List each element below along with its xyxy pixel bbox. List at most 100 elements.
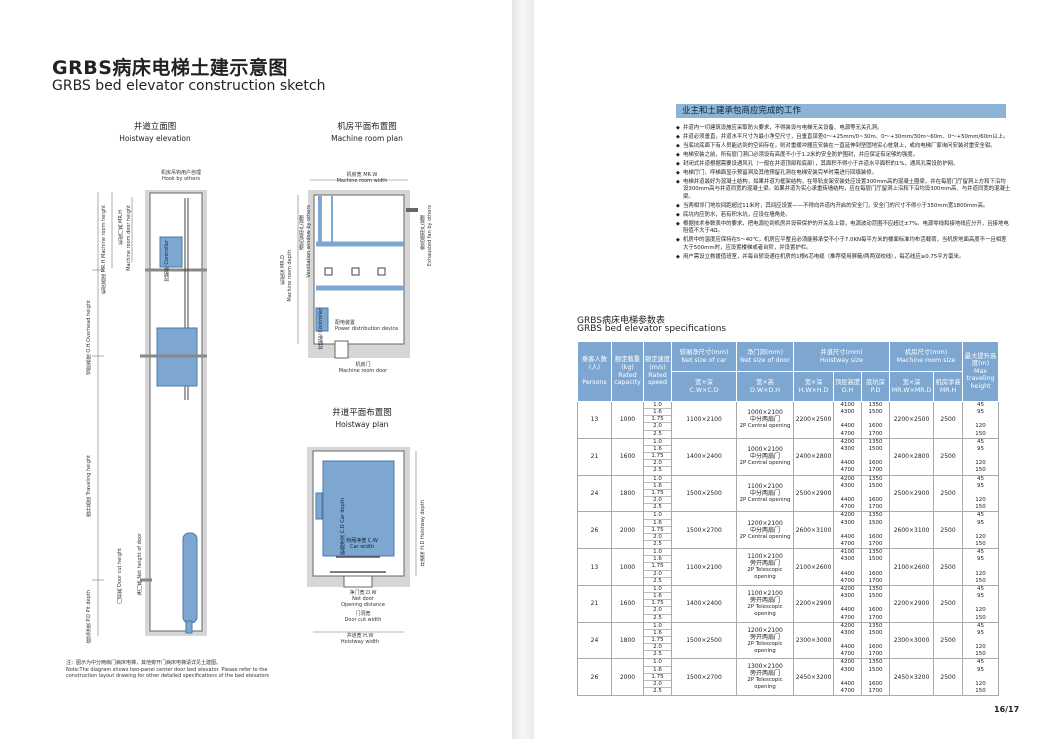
page-number: 16/17 (994, 705, 1020, 714)
overhead-cell-value: 4100 (840, 402, 855, 408)
travel-height-cell-value: 95 (977, 519, 985, 526)
pit-depth-cell-value: 1350 (868, 512, 883, 519)
car-size-cell: 1100×2100 (671, 401, 737, 439)
col-hw-sub2-en: O.H (841, 386, 854, 394)
speed-cell-value: 1.0 (644, 512, 671, 520)
door-size-line: 2P Telescopic opening (747, 677, 783, 691)
speed-cell-value: 2.0 (644, 423, 671, 431)
col-capacity-en: Rated capacity (614, 371, 641, 387)
speed-cell-value: 1.75 (644, 490, 671, 498)
book-gutter (512, 0, 534, 739)
col-mr-sub2-cn: 机房净高 (935, 378, 961, 386)
door-size-line: 1300×2100 (747, 663, 783, 671)
machine-room-height-cell: 2500 (933, 621, 964, 660)
pit-depth-cell-value: 1350 (868, 549, 883, 556)
hoistway-size-cell: 2200×2900 (793, 584, 834, 623)
travel-height-cell-value: 95 (977, 629, 985, 636)
door-size-line: 1000×2100 (747, 446, 783, 454)
pit-depth-cell-value: 1500 (868, 556, 883, 563)
hole-3 (377, 267, 386, 276)
travel-height-cell-value: 120 (975, 533, 986, 540)
car-size-cell: 1400×2400 (671, 437, 737, 476)
pit-depth-cell-value (862, 490, 889, 497)
speed-cell-value: 1.75 (644, 563, 671, 571)
car-size-cell: 1500×2500 (671, 474, 737, 513)
col-mr-sub2-en: MR.H (939, 386, 957, 394)
door-size-line: 2P Central opening (739, 460, 791, 467)
overhead-cell-value: 4400 (840, 497, 855, 504)
capacity-cell: 1000 (611, 548, 644, 586)
travel-height-cell-value: 45 (977, 585, 985, 592)
travel-height-cell-value: 95 (977, 593, 985, 600)
col-hw-sub1-en: H.W×H.D (798, 386, 829, 394)
controller-plan (315, 307, 329, 332)
door-size-line: 旁开两扇门 (749, 670, 780, 678)
speed-cell-value: 2.0 (644, 571, 671, 578)
pit-depth-cell-value: 1700 (868, 651, 883, 658)
requirement-item: 电梯井道最好为混凝土结构，如果井道为框架结构，在导轨支架安装处应设置300mm高… (676, 179, 1011, 201)
mr-door-label-2: Machine room door height (126, 205, 132, 271)
hook-label-en: Hook by others (161, 176, 200, 182)
travel-height-cell-value (963, 453, 998, 460)
col-capacity-cn: 额定载重 (614, 356, 641, 364)
travel-label: 提升高度 Traveling height (86, 455, 92, 517)
net-door-width-label-en: Net door (352, 596, 374, 602)
travel-height-cell-value: 45 (977, 438, 985, 445)
travel-height-cell-value: 95 (977, 445, 985, 452)
col-hoistway-en: Hoistway size (819, 356, 864, 364)
fan-label: 排风扇用户自理 (420, 215, 426, 250)
col-mr-sub1-cn: 宽×深 (902, 378, 921, 386)
door-size-line: 1100×2100 (747, 482, 783, 490)
col-capacity: 额定载重(kg)Rated capacity (611, 341, 644, 402)
net-door-height-label: 净门高 Net height of door (137, 533, 143, 596)
door-size-line: 2P Telescopic opening (747, 567, 783, 581)
overhead-cell-value: 4300 (840, 666, 855, 673)
requirement-item: 井道必须垂直，井道水平尺寸为最小净空尺寸，且垂直误差0～+25mm/0~30m、… (676, 134, 1011, 142)
door-size-line: 1200×2100 (747, 519, 783, 527)
pit-depth-cell-value (862, 563, 889, 570)
speed-cell-value: 2.0 (644, 497, 671, 505)
page-title-cn: GRBS病床电梯土建示意图 (52, 57, 288, 79)
speed-cell-value: 1.6 (644, 667, 671, 674)
col-persons-cn: 乘客人数 (581, 356, 608, 364)
travel-height-cell-value: 120 (975, 607, 986, 614)
pit-depth-cell-value: 1500 (868, 409, 883, 416)
controller-elevation-label: 控制柜 Controller (164, 240, 170, 282)
pit-depth-cell-value: 1350 (868, 438, 883, 445)
travel-height-cell-value: 150 (975, 651, 986, 658)
speed-cell-value: 1.75 (644, 416, 671, 424)
speed-cell-value: 1.6 (644, 409, 671, 417)
overhead-cell-value: 4700 (840, 467, 855, 474)
overhead-cell-value: 4400 (840, 644, 855, 651)
overhead-cell-value: 4100 (840, 549, 855, 556)
overhead-cell-value (834, 637, 861, 644)
hole-2 (351, 267, 360, 276)
col-door-cn: 净门洞(mm) (746, 348, 784, 356)
note-cn: 注：图示为中分两扇门病床电梯，其他旁开门病床电梯请详见土建图。 (66, 660, 222, 666)
spec-title-en: GRBS bed elevator specifications (577, 324, 727, 334)
travel-height-cell-value: 120 (975, 497, 986, 504)
overhead-cell-value: 4400 (840, 460, 855, 467)
col-speed-en: Rated speed (647, 371, 668, 387)
door-size-line: 中分两扇门 (749, 526, 780, 534)
travel-height-cell-value: 150 (975, 577, 986, 584)
col-car-cn: 轿厢净尺寸(mm) (679, 348, 729, 356)
travel-height-cell-value: 95 (977, 482, 985, 489)
col-car-en: Net size of car (681, 356, 727, 364)
elevation-title-cn: 井道立面图 (133, 122, 177, 132)
speed-cell-value: 1.75 (644, 637, 671, 645)
